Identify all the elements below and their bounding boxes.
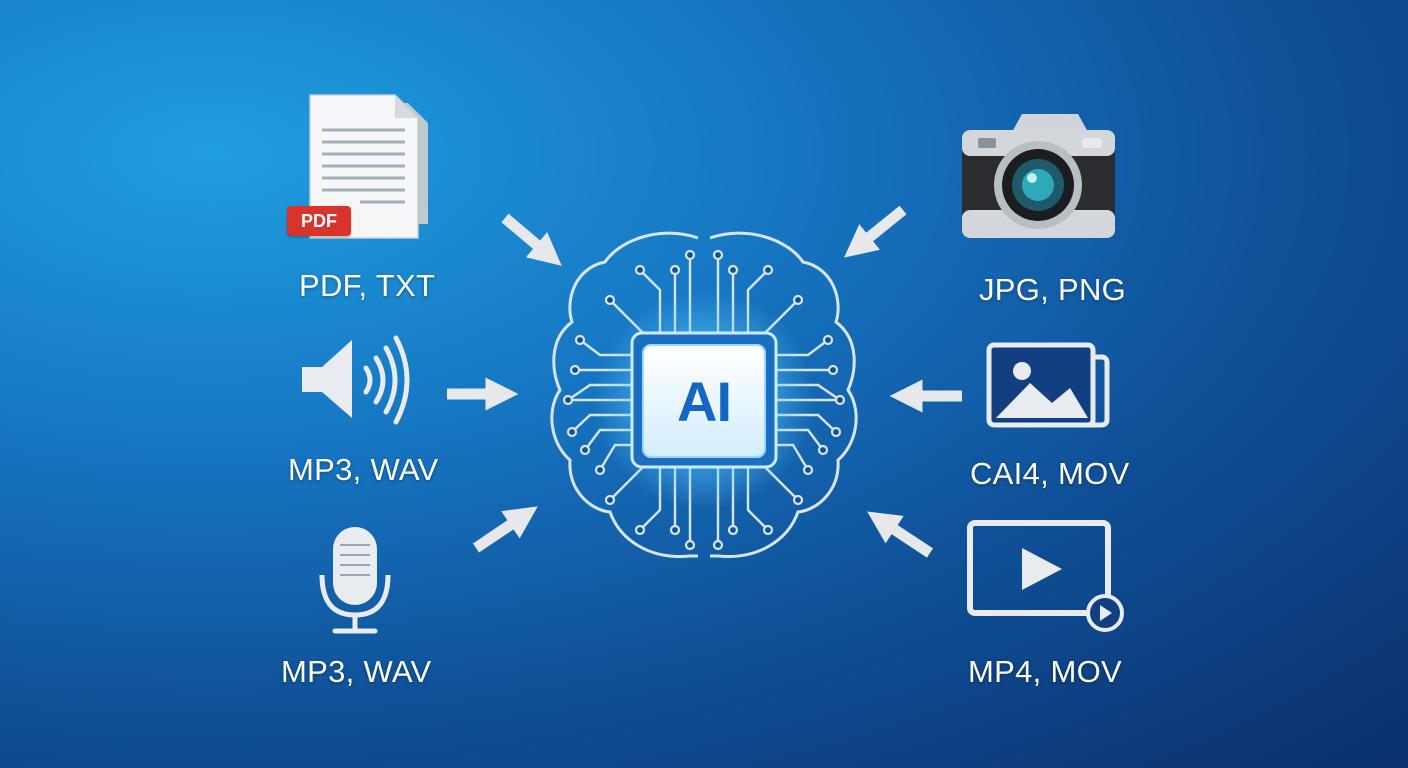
circuit-nodes — [562, 249, 846, 551]
label-speaker-formats: MP3, WAV — [288, 452, 439, 487]
arrow-mic-to-ai — [472, 506, 538, 553]
arrow-camera-to-ai — [844, 205, 907, 258]
label-image-formats: CAI4, MOV — [970, 456, 1130, 491]
pdf-badge: PDF — [287, 206, 351, 236]
label-jpg-png: JPG, PNG — [979, 272, 1127, 307]
brain-outline — [550, 231, 858, 559]
arrow-pdf-to-ai — [501, 213, 562, 266]
label-video-formats: MP4, MOV — [968, 654, 1122, 689]
label-mic-formats: MP3, WAV — [281, 654, 432, 689]
label-pdf-txt: PDF, TXT — [299, 268, 436, 303]
ai-label: AI — [677, 369, 732, 433]
arrow-video-to-ai — [867, 511, 934, 558]
chip-face — [642, 344, 766, 458]
